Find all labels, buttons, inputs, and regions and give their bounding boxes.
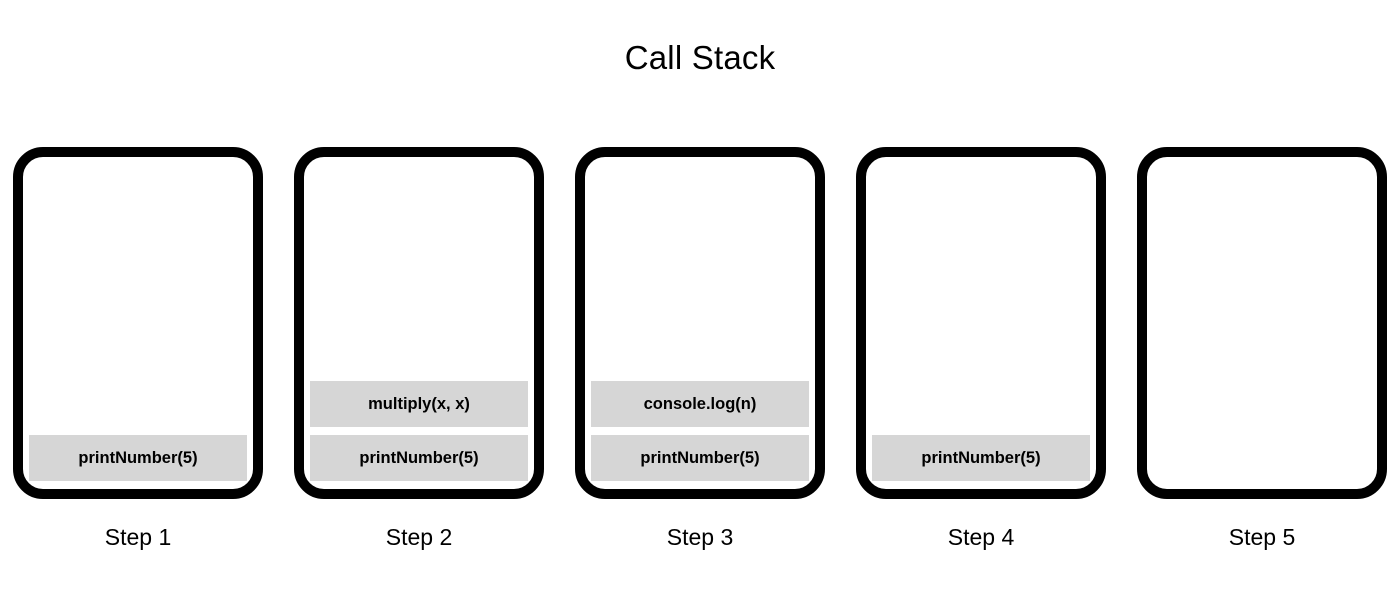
step-column-1: printNumber(5) Step 1 (13, 147, 263, 551)
step-column-2: multiply(x, x) printNumber(5) Step 2 (294, 147, 544, 551)
step-label-3: Step 3 (666, 524, 734, 550)
stack-steps-row: printNumber(5) Step 1 multiply(x, x) pri… (13, 147, 1387, 551)
call-stack-card-5 (1137, 147, 1387, 499)
step-label-2: Step 2 (385, 524, 453, 550)
stack-frame: printNumber(5) (872, 435, 1090, 481)
stack-frame: printNumber(5) (29, 435, 247, 481)
step-column-5: Step 5 (1137, 147, 1387, 551)
step-column-4: printNumber(5) Step 4 (856, 147, 1106, 551)
step-label-5: Step 5 (1228, 524, 1296, 550)
step-column-3: console.log(n) printNumber(5) Step 3 (575, 147, 825, 551)
call-stack-card-1: printNumber(5) (13, 147, 263, 499)
stack-frame: printNumber(5) (310, 435, 528, 481)
stack-frame: printNumber(5) (591, 435, 809, 481)
page-title: Call Stack (624, 39, 776, 76)
call-stack-card-2: multiply(x, x) printNumber(5) (294, 147, 544, 499)
stack-frame: multiply(x, x) (310, 381, 528, 427)
stack-frame: console.log(n) (591, 381, 809, 427)
call-stack-card-3: console.log(n) printNumber(5) (575, 147, 825, 499)
call-stack-card-4: printNumber(5) (856, 147, 1106, 499)
step-label-1: Step 1 (104, 524, 172, 550)
step-label-4: Step 4 (947, 524, 1015, 550)
